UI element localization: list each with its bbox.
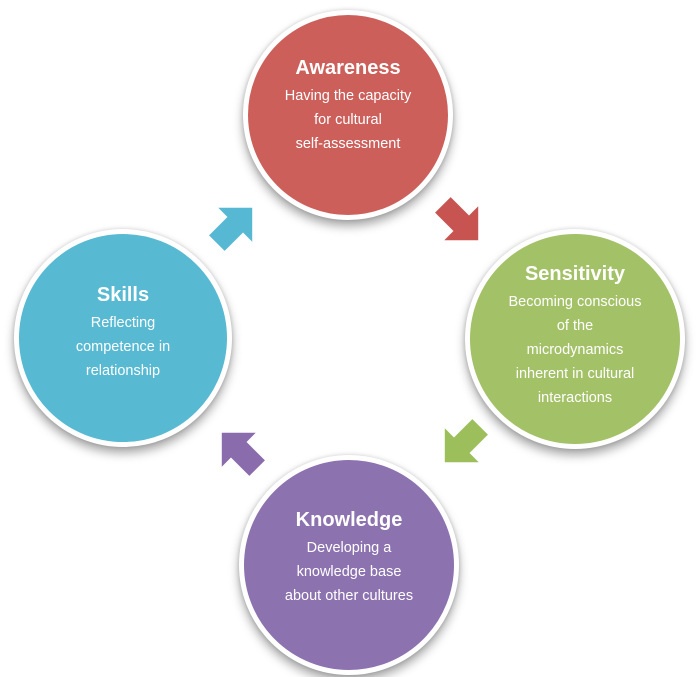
arrow-skills-to-awareness-icon [209,207,253,251]
knowledge-circle: Knowledge Developing a knowledge base ab… [239,455,459,675]
arrow-awareness-to-sensitivity-icon [435,197,479,241]
skills-description: Reflecting competence in relationship [75,315,171,379]
knowledge-description: Developing a knowledge base about other … [284,540,414,604]
skills-circle: Skills Reflecting competence in relation… [14,229,232,447]
sensitivity-title: Sensitivity [524,263,626,285]
awareness-circle: Awareness Having the capacity for cultur… [243,10,453,220]
skills-title: Skills [96,284,150,306]
awareness-description: Having the capacity for cultural self-as… [284,88,412,152]
arrow-sensitivity-to-knowledge-icon [444,419,488,463]
arrow-knowledge-to-skills-icon [221,432,265,476]
awareness-title: Awareness [295,57,401,79]
sensitivity-circle: Sensitivity Becoming conscious of the mi… [465,229,685,449]
sensitivity-description: Becoming conscious of the microdynamics … [508,294,642,406]
knowledge-title: Knowledge [295,509,403,531]
